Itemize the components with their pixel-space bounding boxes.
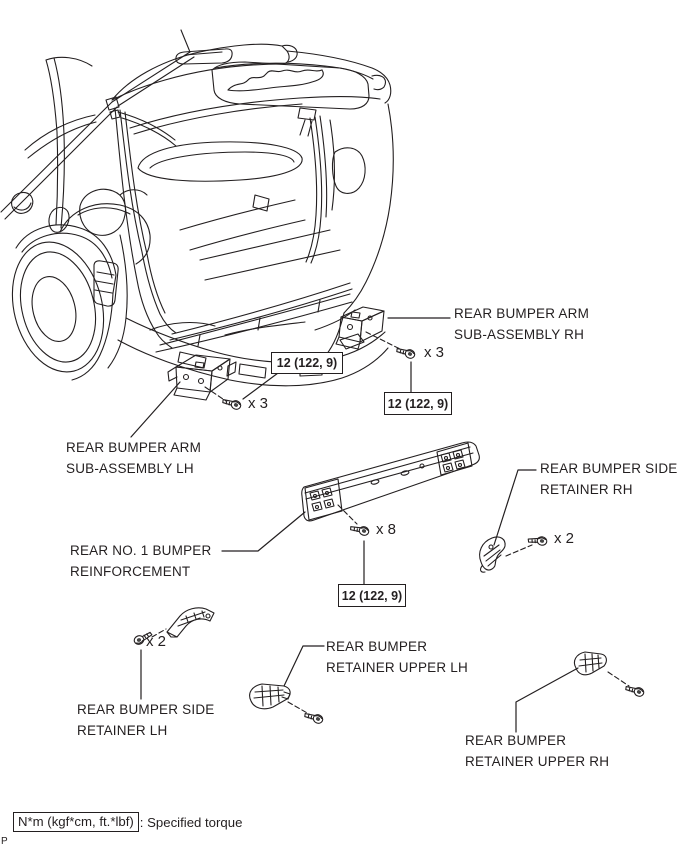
torque-spec-box-reinforcement: 12 (122, 9): [338, 584, 406, 607]
part-rear-no1-bumper-reinforcement: [301, 441, 480, 522]
label-line: REINFORCEMENT: [70, 564, 191, 579]
label-line: REAR BUMPER SIDE: [540, 461, 678, 476]
bolt-side-retainer-rh-icon: [527, 533, 549, 547]
bolt-upper-retainer-lh-icon: [303, 708, 325, 726]
label-rear-bumper-side-retainer-rh: REAR BUMPER SIDE RETAINER RH: [540, 458, 677, 500]
part-rear-bumper-retainer-upper-lh: [249, 683, 291, 710]
label-line: REAR BUMPER ARM: [454, 306, 590, 321]
quantity-side-retainer-lh: x 2: [146, 633, 167, 650]
label-line: RETAINER UPPER RH: [465, 754, 610, 769]
quantity-lh-arm: x 3: [248, 395, 269, 412]
part-rear-bumper-side-retainer-lh: [166, 607, 215, 638]
quantity-side-retainer-rh: x 2: [554, 530, 575, 547]
label-line: REAR BUMPER: [326, 639, 428, 654]
label-rear-bumper-retainer-upper-lh: REAR BUMPER RETAINER UPPER LH: [326, 636, 468, 678]
label-line: REAR NO. 1 BUMPER: [70, 543, 212, 558]
label-leader-lines: [130, 317, 579, 733]
part-rear-bumper-retainer-upper-rh: [573, 651, 607, 676]
bolt-rh-arm-icon: [395, 343, 417, 361]
label-line: RETAINER RH: [540, 482, 633, 497]
bolt-upper-retainer-rh-icon: [624, 681, 646, 699]
part-rear-bumper-side-retainer-rh: [479, 536, 506, 573]
quantity-reinforcement: x 8: [376, 521, 397, 538]
label-line: REAR BUMPER: [465, 733, 567, 748]
car-rear-illustration: [0, 29, 394, 387]
label-line: SUB-ASSEMBLY LH: [66, 461, 194, 476]
bolt-lh-arm-icon: [221, 394, 243, 412]
label-rear-bumper-arm-rh: REAR BUMPER ARM SUB-ASSEMBLY RH: [454, 303, 589, 345]
label-rear-bumper-arm-lh: REAR BUMPER ARM SUB-ASSEMBLY LH: [66, 437, 201, 479]
quantity-rh-arm: x 3: [424, 344, 445, 361]
torque-spec-box-lh-arm: 12 (122, 9): [271, 352, 343, 374]
label-rear-bumper-retainer-upper-rh: REAR BUMPER RETAINER UPPER RH: [465, 730, 609, 772]
bolt-reinforcement-icon: [348, 521, 371, 538]
torque-legend: N*m (kgf*cm, ft.*lbf) : Specified torque: [13, 812, 242, 832]
label-line: REAR BUMPER SIDE: [77, 702, 215, 717]
label-line: REAR BUMPER ARM: [66, 440, 202, 455]
label-rear-bumper-side-retainer-lh: REAR BUMPER SIDE RETAINER LH: [77, 699, 214, 741]
torque-spec-box-rh-arm: 12 (122, 9): [384, 392, 452, 415]
label-line: RETAINER LH: [77, 723, 168, 738]
label-rear-no1-bumper-reinforcement: REAR NO. 1 BUMPER REINFORCEMENT: [70, 540, 211, 582]
bolt-alignment-dashes: [151, 331, 630, 715]
part-rear-bumper-arm-rh: [335, 306, 385, 350]
torque-legend-text: : Specified torque: [139, 814, 243, 830]
label-line: SUB-ASSEMBLY RH: [454, 327, 585, 342]
page-marker: P: [1, 836, 8, 847]
torque-legend-box: N*m (kgf*cm, ft.*lbf): [13, 812, 139, 832]
part-rear-bumper-arm-lh: [167, 354, 237, 401]
label-line: RETAINER UPPER LH: [326, 660, 468, 675]
